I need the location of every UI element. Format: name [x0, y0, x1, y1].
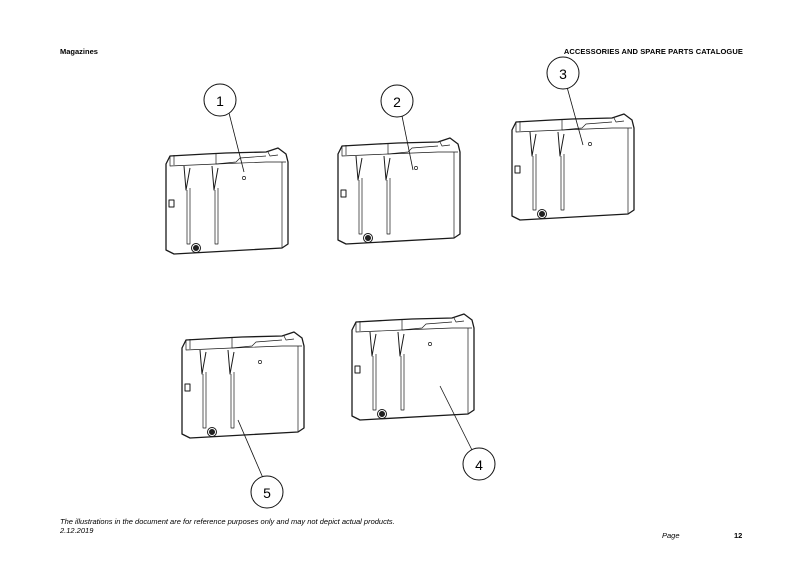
callout-3-label: 3 — [559, 66, 567, 82]
magazine-4-image — [351, 313, 475, 421]
callout-5-label: 5 — [263, 485, 271, 501]
page-label: Page — [662, 531, 680, 540]
callout-5: 5 — [237, 419, 284, 509]
callout-4: 4 — [439, 385, 496, 481]
magazine-1-image — [165, 147, 289, 255]
callout-2-label: 2 — [393, 94, 401, 110]
magazine-2-image — [337, 137, 461, 245]
callout-1: 1 — [203, 83, 245, 173]
catalogue-title: ACCESSORIES AND SPARE PARTS CATALOGUE — [563, 47, 743, 56]
callout-3: 3 — [546, 56, 584, 146]
footer-disclaimer: The illustrations in the document are fo… — [60, 517, 395, 526]
magazine-5-image — [181, 331, 305, 439]
page-number: 12 — [734, 531, 743, 540]
callout-2: 2 — [380, 84, 414, 171]
section-title: Magazines — [60, 47, 98, 56]
footer-date: 2.12.2019 — [60, 526, 94, 535]
magazine-3-image — [511, 113, 635, 221]
callout-1-label: 1 — [216, 93, 224, 109]
callout-4-label: 4 — [475, 457, 483, 473]
footer-disclaimer-block: The illustrations in the document are fo… — [60, 517, 395, 535]
